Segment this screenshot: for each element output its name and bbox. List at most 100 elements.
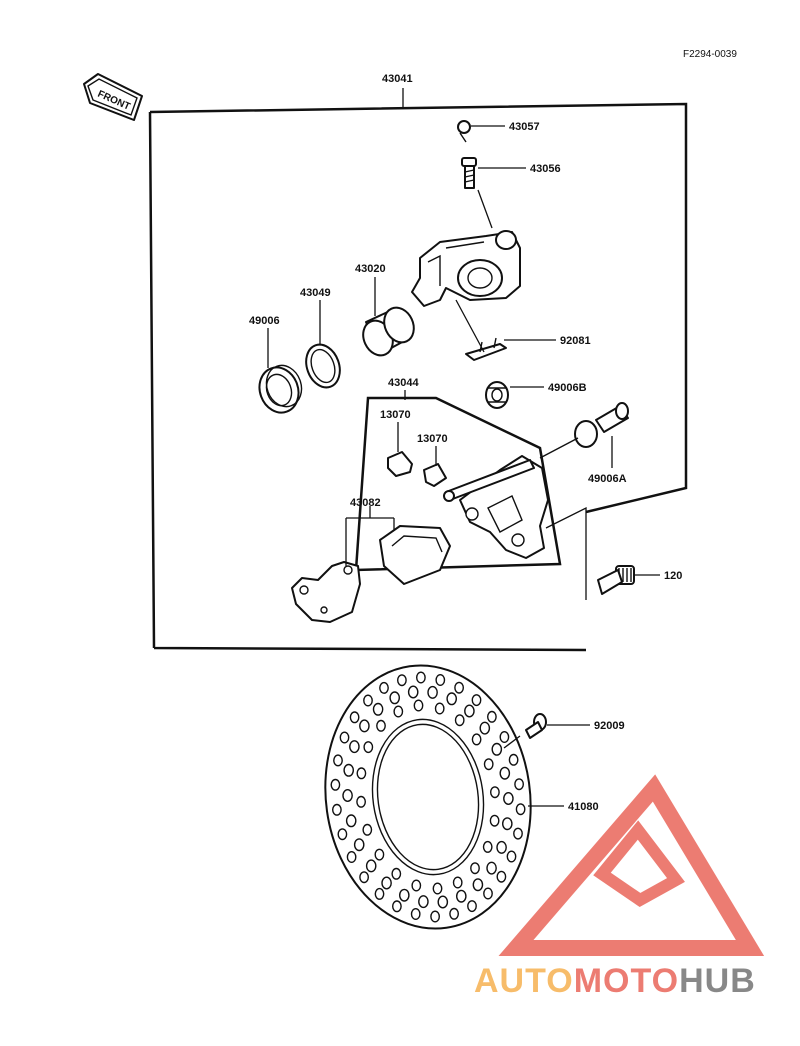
disc-hole	[446, 692, 458, 706]
part-label-13070-a: 13070	[380, 409, 411, 421]
disc-hole	[496, 840, 507, 854]
disc-hole	[435, 674, 446, 687]
disc-mounting-bolt	[525, 713, 547, 739]
caliper-body	[411, 230, 521, 307]
disc-hole	[413, 699, 424, 712]
disc-hole	[356, 795, 366, 808]
disc-hole	[333, 754, 343, 767]
part-label-92009: 92009	[594, 720, 625, 732]
disc-hole	[496, 870, 507, 883]
disc-hole	[349, 711, 360, 724]
slide-pin-assembly	[539, 402, 629, 459]
part-label-92081: 92081	[560, 335, 591, 347]
part-label-43057: 43057	[509, 121, 540, 133]
disc-hole	[376, 719, 386, 732]
disc-hole	[393, 705, 404, 718]
disc-hole	[470, 862, 480, 875]
disc-hole	[499, 731, 510, 744]
disc-hole	[514, 778, 524, 791]
brake-disc	[324, 664, 532, 930]
disc-hole	[389, 691, 401, 705]
disc-hole	[482, 840, 493, 853]
bracket-bolt	[597, 565, 635, 595]
disc-hole	[486, 861, 497, 875]
disc-hole	[501, 817, 513, 831]
disc-hole	[430, 910, 440, 923]
part-label-43049: 43049	[300, 287, 331, 299]
automotohub-logo: AUTOMOTOHUB	[474, 774, 765, 1000]
logo-word-hub: HUB	[679, 962, 756, 1000]
part-label-13070-b: 13070	[417, 433, 448, 445]
disc-hole	[356, 767, 367, 780]
disc-hole	[331, 803, 342, 816]
disc-hole	[353, 838, 365, 852]
disc-hole	[455, 889, 467, 903]
disc-hole	[363, 694, 373, 707]
disc-hole	[427, 685, 438, 699]
brake-pad-inner	[379, 525, 451, 585]
part-label-49006: 49006	[249, 315, 280, 327]
disc-hole	[379, 681, 389, 694]
disc-hole	[339, 731, 350, 744]
svg-text:AUTOMOTOHUB: AUTOMOTOHUB	[474, 962, 756, 1000]
disc-hole	[363, 741, 374, 754]
part-label-43044: 43044	[388, 377, 419, 389]
bracket-assembly-frame	[354, 396, 562, 572]
disc-hole	[343, 763, 355, 777]
pad-spring-clip	[465, 337, 507, 361]
part-label-49006B: 49006B	[548, 382, 587, 394]
logo-word-auto: AUTO	[474, 962, 574, 1000]
disc-hole	[489, 786, 500, 799]
disc-hole	[345, 814, 357, 828]
pad-spring-clip-left	[387, 451, 413, 477]
brake-pad-outer	[291, 561, 361, 623]
front-arrow-tag: FRONT	[83, 73, 143, 121]
disc-hole	[464, 704, 475, 718]
disc-hole	[432, 882, 443, 895]
disc-hole	[434, 702, 445, 715]
disc-hole	[365, 859, 377, 873]
part-label-43041: 43041	[382, 73, 413, 85]
caliper-piston	[362, 306, 415, 357]
disc-hole	[391, 867, 402, 880]
disc-hole	[374, 848, 385, 861]
bleeder-valve	[461, 157, 477, 189]
disc-hole	[515, 803, 526, 816]
disc-hole	[418, 895, 429, 909]
disc-hole	[330, 778, 341, 791]
part-label-41080: 41080	[568, 801, 599, 813]
logo-word-moto: MOTO	[574, 962, 679, 1000]
disc-hole	[486, 710, 497, 723]
disc-hole-pattern	[330, 671, 526, 923]
figure-code: F2294-0039	[683, 49, 737, 60]
disc-hole	[454, 714, 465, 727]
piston-seal	[305, 343, 341, 389]
disc-hole	[359, 719, 370, 733]
disc-hole	[452, 876, 463, 889]
part-label-120: 120	[664, 570, 682, 582]
caliper-assembly-frame	[148, 102, 688, 652]
caliper-bracket	[443, 455, 549, 559]
disc-hole	[472, 878, 484, 892]
disc-hole	[508, 753, 519, 766]
disc-hole	[398, 888, 410, 902]
disc-hole	[471, 733, 482, 746]
disc-hole	[479, 721, 491, 735]
part-label-43020: 43020	[355, 263, 386, 275]
part-label-43082: 43082	[350, 497, 381, 509]
disc-hole	[489, 814, 500, 827]
disc-hole	[415, 671, 426, 684]
pad-spring-clip-right	[423, 463, 447, 487]
disc-hole	[359, 871, 369, 884]
disc-hole	[374, 887, 385, 900]
part-label-49006A: 49006A	[588, 473, 627, 485]
disc-hole	[407, 685, 419, 699]
part-label-43056: 43056	[530, 163, 561, 175]
disc-hole	[483, 758, 494, 771]
disc-hole	[396, 674, 407, 687]
disc-hole	[381, 876, 392, 890]
pin-boot-upper	[485, 381, 509, 409]
disc-hole	[349, 740, 360, 754]
disc-hole	[471, 694, 482, 707]
disc-hole	[503, 792, 514, 806]
